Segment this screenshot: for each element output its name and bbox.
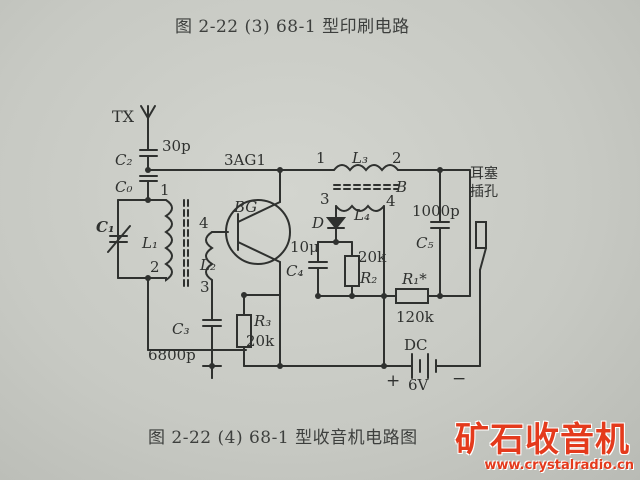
coil-l1: [147, 199, 173, 282]
earphone-jack: [459, 199, 487, 367]
label-transistor-type: 3AG1: [224, 151, 266, 169]
label-tx: TX: [112, 107, 135, 126]
label-r2-value: 20k: [358, 248, 387, 266]
label-l1-pin1: 1: [160, 181, 170, 199]
label-l4-pin4: 4: [386, 192, 396, 210]
label-plus: +: [386, 371, 400, 391]
label-c4: C₄: [286, 262, 304, 280]
label-c3: C₃: [172, 320, 190, 338]
diode-d: [325, 217, 347, 230]
coil-l3: [333, 164, 399, 172]
label-minus: −: [452, 369, 466, 389]
resistor-r1: [395, 288, 429, 304]
label-l3-pin1: 1: [316, 149, 326, 167]
variable-capacitor-c1: [107, 225, 131, 253]
label-bg: BG: [233, 198, 257, 216]
label-c1: C₁: [96, 218, 115, 236]
label-l1: L₁: [141, 234, 158, 252]
label-b: B: [395, 178, 407, 196]
label-jack: 插孔: [470, 184, 498, 200]
label-r1: R₁*: [401, 270, 427, 288]
label-dc: DC: [404, 336, 428, 354]
coil-l2: [205, 231, 214, 291]
label-l4: L₄: [353, 206, 370, 224]
figure-caption-top: 图 2-22 (3) 68-1 型印刷电路: [175, 17, 410, 37]
label-diode: D: [311, 214, 324, 232]
label-c5: C₅: [416, 234, 434, 252]
watermark-url: www.crystalradio.cn: [484, 458, 634, 473]
label-c5-value: 1000p: [412, 202, 460, 220]
figure-caption-bottom: 图 2-22 (4) 68-1 型收音机电路图: [148, 428, 418, 448]
junction-dots: [145, 167, 443, 369]
label-l3-pin2: 2: [392, 149, 402, 167]
label-c3-value: 6800p: [148, 346, 196, 364]
resistor-r2: [344, 255, 360, 287]
label-c0: C₀: [115, 178, 133, 196]
label-l4-pin3: 3: [320, 190, 330, 208]
transistor-bg: [225, 199, 291, 265]
label-r2: R₂: [359, 269, 377, 287]
label-c4-value: 10μ: [290, 238, 319, 256]
label-earphone: 耳塞: [470, 165, 498, 182]
label-l2-pin3: 3: [200, 278, 210, 296]
capacitor-c2: [139, 149, 158, 157]
label-voltage: 6V: [408, 376, 430, 394]
label-c2: C₂: [115, 151, 133, 169]
coil-l4: [335, 204, 385, 212]
label-l1-pin2: 2: [150, 258, 160, 276]
label-r3-value: 20k: [246, 332, 275, 350]
battery-dc: [411, 353, 437, 379]
label-r3: R₃: [253, 312, 271, 330]
watermark-brand: 矿石收音机: [455, 420, 630, 460]
label-l2: L₂: [199, 256, 216, 274]
label-l2-pin4: 4: [199, 214, 209, 232]
antenna-symbol: [140, 105, 156, 129]
label-l3: L₃: [351, 149, 368, 167]
label-c2-value: 30p: [162, 137, 191, 155]
label-r1-value: 120k: [396, 308, 435, 326]
